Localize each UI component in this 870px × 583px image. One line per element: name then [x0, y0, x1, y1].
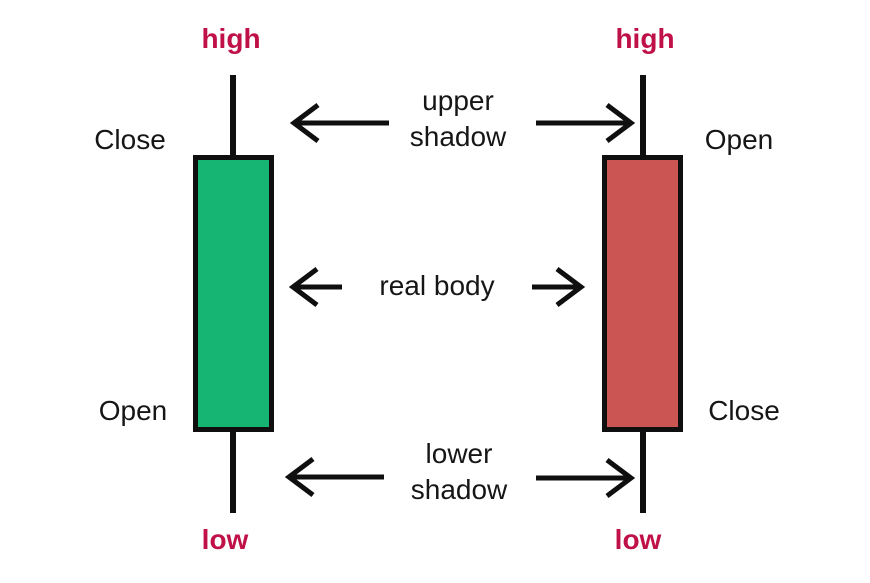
bullish-candle-body	[193, 155, 274, 432]
bearish-lower-wick	[640, 428, 646, 513]
bearish-candle-body	[602, 155, 683, 432]
bullish-high-label: high	[201, 23, 261, 54]
bullish-low-label: low	[201, 524, 249, 555]
bearish-close-label: Close	[708, 395, 780, 426]
arrow-left-icon	[286, 265, 344, 309]
bearish-open-label: Open	[704, 124, 774, 155]
arrow-right-icon	[534, 456, 638, 500]
arrow-right-icon	[534, 101, 638, 145]
real-body-label: real body	[379, 270, 495, 301]
upper-shadow-label: upper shadow	[409, 85, 507, 152]
arrow-right-icon	[530, 265, 588, 309]
bullish-open-label: Open	[98, 395, 168, 426]
arrow-left-icon	[282, 455, 386, 499]
bearish-upper-wick	[640, 75, 646, 160]
bearish-high-label: high	[615, 23, 675, 54]
bullish-close-label: Close	[94, 124, 166, 155]
lower-shadow-label: lower shadow	[410, 438, 508, 505]
bullish-upper-wick	[230, 75, 236, 160]
arrow-left-icon	[287, 101, 391, 145]
bearish-low-label: low	[614, 524, 662, 555]
bullish-lower-wick	[230, 428, 236, 513]
